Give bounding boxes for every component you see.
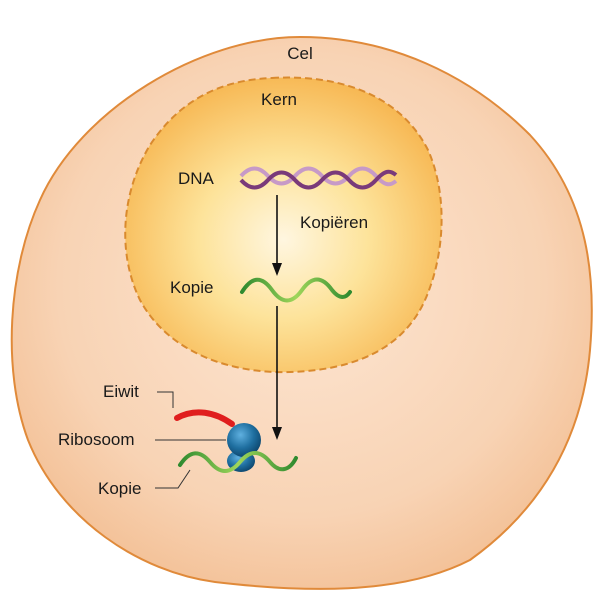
cell-label: Cel [287, 44, 313, 63]
copy-arrow [272, 195, 282, 276]
ribosome-callout: Ribosoom [58, 430, 226, 449]
dna-helix [239, 166, 398, 190]
dna-label: DNA [178, 169, 215, 188]
transport-arrow [272, 306, 282, 440]
nucleus-label: Kern [261, 90, 297, 109]
copy-nucleus-label: Kopie [170, 278, 213, 297]
copy-cytoplasm-label: Kopie [98, 479, 141, 498]
copying-label: Kopiëren [300, 213, 368, 232]
nucleus [124, 76, 443, 374]
protein-chain [174, 409, 235, 427]
copy-strand-cytoplasm [178, 451, 298, 473]
protein-label: Eiwit [103, 382, 139, 401]
copy-cytoplasm-callout: Kopie [98, 469, 191, 498]
ribosome-label: Ribosoom [58, 430, 135, 449]
protein-callout: Eiwit [103, 382, 174, 408]
copy-strand-nucleus [240, 277, 352, 303]
